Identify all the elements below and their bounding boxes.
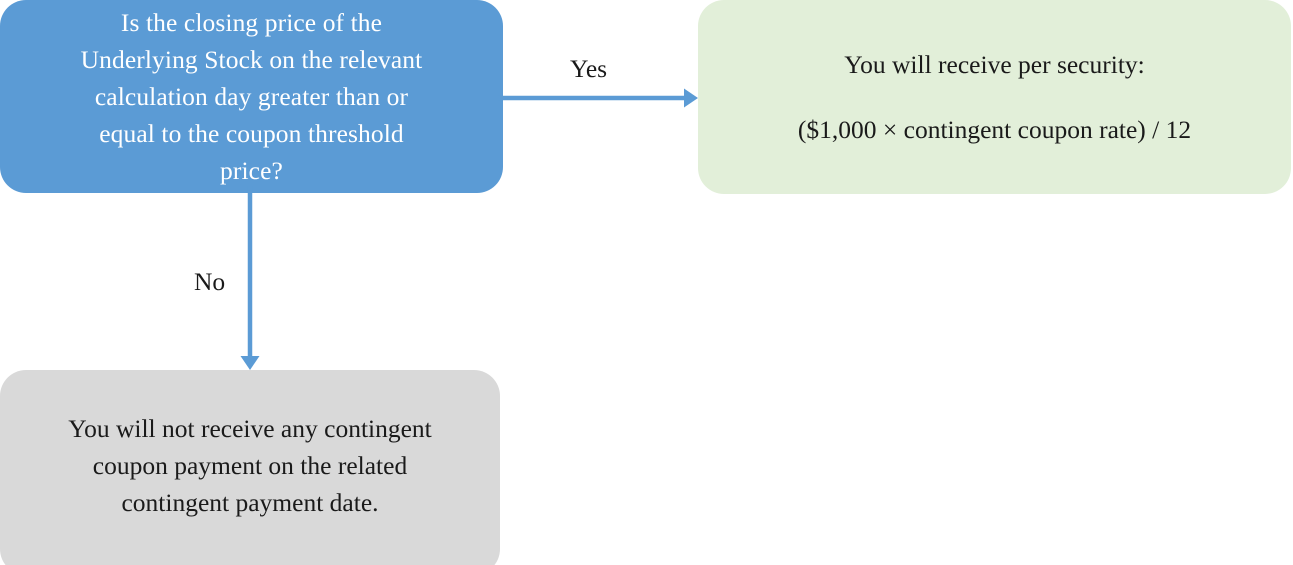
no-outcome-line-3: contingent payment date. [121,488,379,517]
edge-label-yes: Yes [570,54,608,83]
no-outcome-line-2: coupon payment on the related [92,451,408,480]
yes-outcome-formula: ($1,000 × contingent coupon rate) / 12 [797,114,1192,144]
decision-node-line-5: price? [220,156,283,185]
no-connector-arrow [240,186,260,370]
no-outcome-line-1: You will not receive any contingent [68,414,432,443]
yes-connector-arrow [498,88,698,108]
yes-outcome-node: You will receive per security: ($1,000 ×… [698,0,1291,194]
decision-node-line-1: Is the closing price of the [120,8,383,37]
yes-outcome-heading: You will receive per security: [844,49,1145,79]
no-outcome-node: You will not receive any contingent coup… [0,370,500,565]
edge-label-no: No [194,267,226,296]
decision-node: Is the closing price of the Underlying S… [0,0,503,193]
decision-node-line-3: calculation day greater than or [94,82,409,111]
decision-node-line-2: Underlying Stock on the relevant [80,45,423,74]
decision-node-line-4: equal to the coupon threshold [99,119,404,148]
yes-connector-arrowhead [684,88,698,108]
no-connector-arrowhead [240,356,260,370]
